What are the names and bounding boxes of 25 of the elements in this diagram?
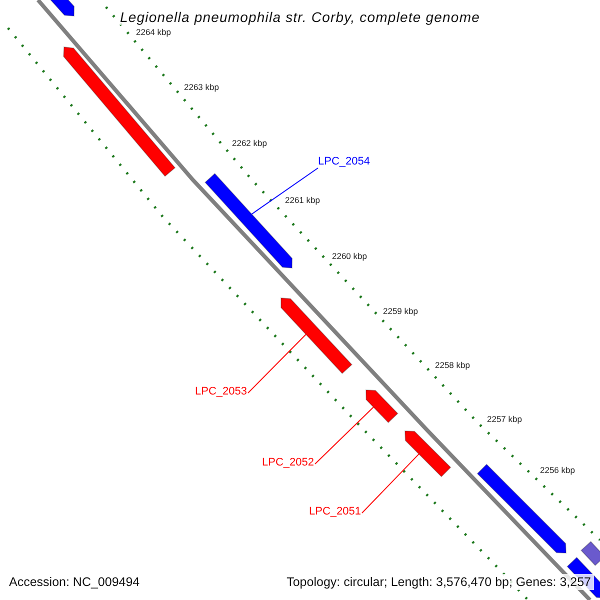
leader-line [314,406,374,464]
gene-feature [404,430,452,478]
gene-label: LPC_2054 [318,156,370,168]
scale-label: 2259 kbp [383,306,418,316]
leader-line [251,168,318,215]
gene-label: LPC_2053 [195,386,247,398]
scale-label: 2261 kbp [285,195,320,205]
genome-stats-label: Topology: circular; Length: 3,576,470 bp; Genes: 3,257 [284,574,594,590]
gene-feature [580,540,600,566]
leader-line [248,334,306,394]
scale-label: 2260 kbp [332,251,367,261]
gene-feature [280,297,352,374]
map-title: Legionella pneumophila str. Corby, complete genome [118,9,482,25]
scale-label: 2257 kbp [487,414,522,424]
gene-feature [50,0,75,17]
scale-label: 2256 kbp [540,465,575,475]
gene-label: LPC_2051 [309,506,361,518]
gene-feature [365,389,398,424]
scale-label: 2258 kbp [435,360,470,370]
scale-label: 2262 kbp [232,138,267,148]
scale-label: 2264 kbp [136,27,171,37]
gene-label: LPC_2052 [262,456,314,470]
scale-label: 2263 kbp [184,82,219,92]
leader-line [362,454,420,514]
gene-feature [63,46,176,177]
